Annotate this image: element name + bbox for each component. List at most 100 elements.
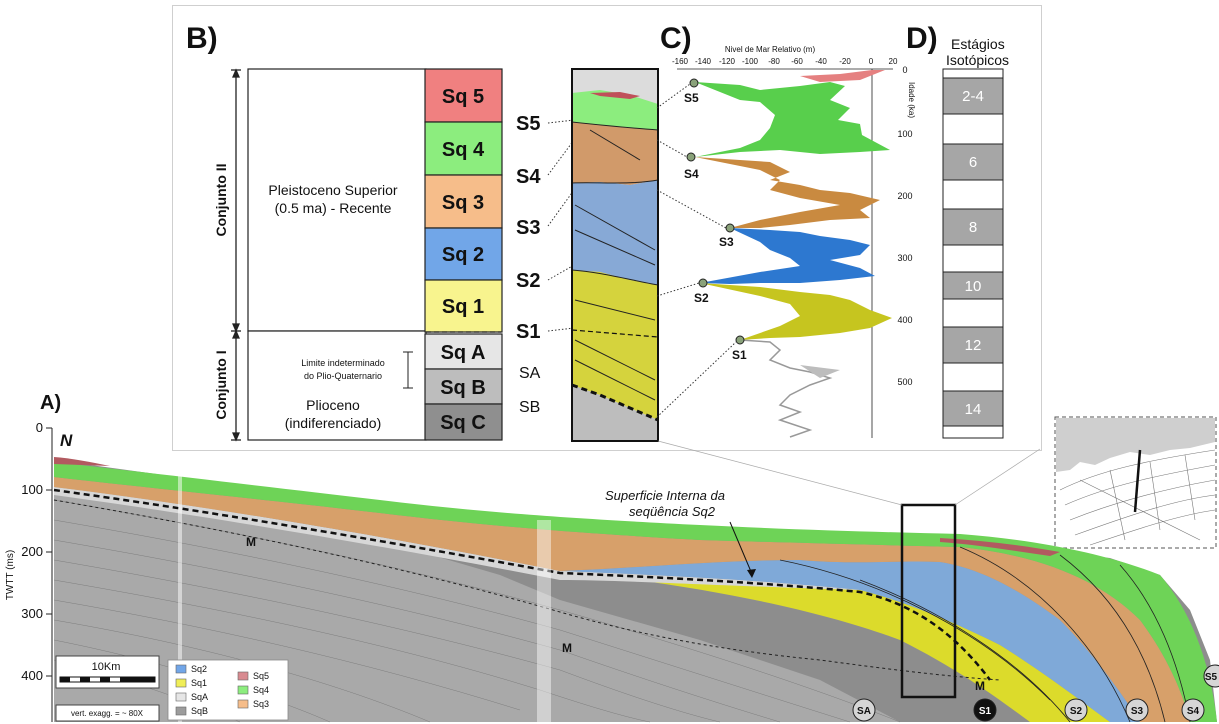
- x-tick: 0: [869, 57, 874, 66]
- isotopic-stage-box: [942, 143, 1004, 181]
- surface-marker-s2: [1064, 698, 1088, 722]
- sea-level-point-s1: [735, 335, 745, 345]
- sea-level-point-label-s5: S5: [684, 91, 699, 105]
- vert-exagg-box: [55, 704, 160, 722]
- sea-level-point-label-s4: S4: [684, 167, 699, 181]
- panel-label-c: C): [660, 22, 692, 55]
- surface-label-s3: S3: [516, 217, 540, 239]
- legend-box: [167, 659, 289, 721]
- seismic-inset: [571, 68, 659, 442]
- limit-note-line1: Limite indeterminado: [301, 358, 385, 368]
- surface-marker-label-s2: S2: [1070, 706, 1083, 717]
- isotopic-stage-label: 12: [965, 337, 982, 354]
- panel-label-a: A): [40, 392, 62, 414]
- sequence-box-sq1: [424, 279, 503, 333]
- x-tick: -60: [791, 57, 803, 66]
- y-tick: 500: [897, 377, 912, 387]
- sequence-box-sq3: [424, 174, 503, 229]
- seismic-layer-sq5: [54, 457, 110, 466]
- legend-item-sq5: Sq5: [253, 671, 269, 681]
- legend-item-sqb: SqB: [191, 706, 208, 716]
- sequence-box-sqc: [424, 403, 503, 441]
- surface-label-s4: S4: [516, 166, 541, 188]
- sea-level-curve: [695, 70, 892, 438]
- y-tick: 0: [902, 65, 907, 75]
- isotopic-stage-box: [942, 77, 1004, 115]
- seismic-layer-sq3: [54, 477, 1190, 722]
- x-tick: -100: [742, 57, 759, 66]
- surface-marker-sa: [852, 698, 876, 722]
- isotopic-stage-box: [942, 390, 1004, 427]
- seismic-layer-sq4: [54, 462, 1217, 722]
- surface-label-sa: SA: [519, 365, 541, 382]
- stratigraphy-panel: Conjunto II Conjunto I Pleistoceno Super…: [213, 68, 659, 442]
- sea-level-point-label-s2: S2: [694, 291, 709, 305]
- sea-level-point-s4: [686, 152, 696, 162]
- surface-marker-label-s5: S5: [1205, 672, 1218, 683]
- annotation-line1: Superficie Interna da: [605, 488, 725, 503]
- legend-item-sqa: SqA: [191, 692, 208, 702]
- y-tick: 300: [897, 253, 912, 263]
- sea-level-y-label: Idade (ka): [907, 82, 916, 118]
- sequence-box-sqa: [424, 333, 503, 370]
- sea-level-point-s5: [689, 78, 699, 88]
- seismic-y-tick: 100: [21, 482, 43, 497]
- sea-level-title: Nivel de Mar Relativo (m): [725, 45, 816, 54]
- location-map-inset: [1054, 416, 1217, 549]
- age-lower-line1: Plioceno: [306, 397, 360, 413]
- seismic-y-tick: 300: [21, 606, 43, 621]
- sea-level-x-ticks: -160 -140 -120 -100 -80 -60 -40 -20 0 20: [672, 57, 898, 66]
- seismic-y-tick: 400: [21, 668, 43, 683]
- sequence-box-sq4: [424, 121, 503, 176]
- sequence-label-sqc: Sq C: [440, 412, 486, 434]
- sequence-column: [424, 68, 503, 441]
- surface-label-sb: SB: [519, 399, 540, 416]
- age-upper-line2: (0.5 ma) - Recente: [275, 200, 392, 216]
- x-tick: -40: [815, 57, 827, 66]
- sea-level-panel: Nivel de Mar Relativo (m) -160 -140 -120…: [656, 45, 916, 438]
- sequence-label-sq4: Sq 4: [442, 139, 485, 161]
- annotation-line2: seqüência Sq2: [629, 504, 716, 519]
- isotopic-column: 2-4 6 8 10 12 14: [942, 68, 1004, 439]
- seismic-y-label: TWTT (ms): [5, 550, 16, 600]
- seismic-y-tick: 200: [21, 544, 43, 559]
- sequence-box-sq5: [424, 68, 503, 123]
- isotopic-stage-box: [942, 271, 1004, 300]
- seismic-layer-sq1: [560, 571, 1110, 722]
- isotopic-stage-box: [942, 326, 1004, 364]
- isotopic-stage-label: 2-4: [962, 88, 984, 105]
- surface-label-s2: S2: [516, 270, 540, 292]
- surface-marker-s4: [1181, 698, 1205, 722]
- horizon-label-m: M: [246, 535, 256, 549]
- panel-label-d: D): [906, 22, 938, 55]
- inset-location-box: [900, 503, 957, 699]
- age-box-lower: [247, 330, 427, 441]
- surface-marker-label-s4: S4: [1187, 706, 1200, 717]
- x-tick: -120: [719, 57, 736, 66]
- seismic-layer-sq5: [940, 538, 1060, 556]
- sequence-box-sqb: [424, 368, 503, 405]
- sequence-label-sq2: Sq 2: [442, 244, 484, 266]
- isotopic-stage-label: 14: [965, 401, 982, 418]
- legend-item-sq3: Sq3: [253, 699, 269, 709]
- isotopic-stage-label: 8: [969, 219, 977, 236]
- isotopic-stage-box: [942, 208, 1004, 246]
- surface-marker-s5: [1203, 664, 1219, 688]
- seismic-layer-sq2: [560, 560, 1140, 722]
- conjunto-brackets: [231, 68, 241, 442]
- legend-item-sq1: Sq1: [191, 678, 207, 688]
- surface-marker-s3: [1125, 698, 1149, 722]
- scale-box: [55, 655, 160, 689]
- age-lower-line2: (indiferenciado): [285, 415, 382, 431]
- surface-marker-s1: [973, 698, 997, 722]
- sequence-label-sq5: Sq 5: [442, 86, 484, 108]
- age-upper-line1: Pleistoceno Superior: [268, 182, 398, 198]
- horizon-label-m: M: [975, 679, 985, 693]
- isotopic-stage-label: 6: [969, 154, 977, 171]
- isotopic-title-line1: Estágios: [951, 36, 1005, 52]
- surface-label-s1: S1: [516, 321, 540, 343]
- sequence-label-sqa: Sq A: [441, 342, 486, 364]
- limit-note-line2: do Plio-Quaternario: [304, 371, 382, 381]
- isotopic-stage-label: 10: [965, 278, 982, 295]
- x-tick: -160: [672, 57, 689, 66]
